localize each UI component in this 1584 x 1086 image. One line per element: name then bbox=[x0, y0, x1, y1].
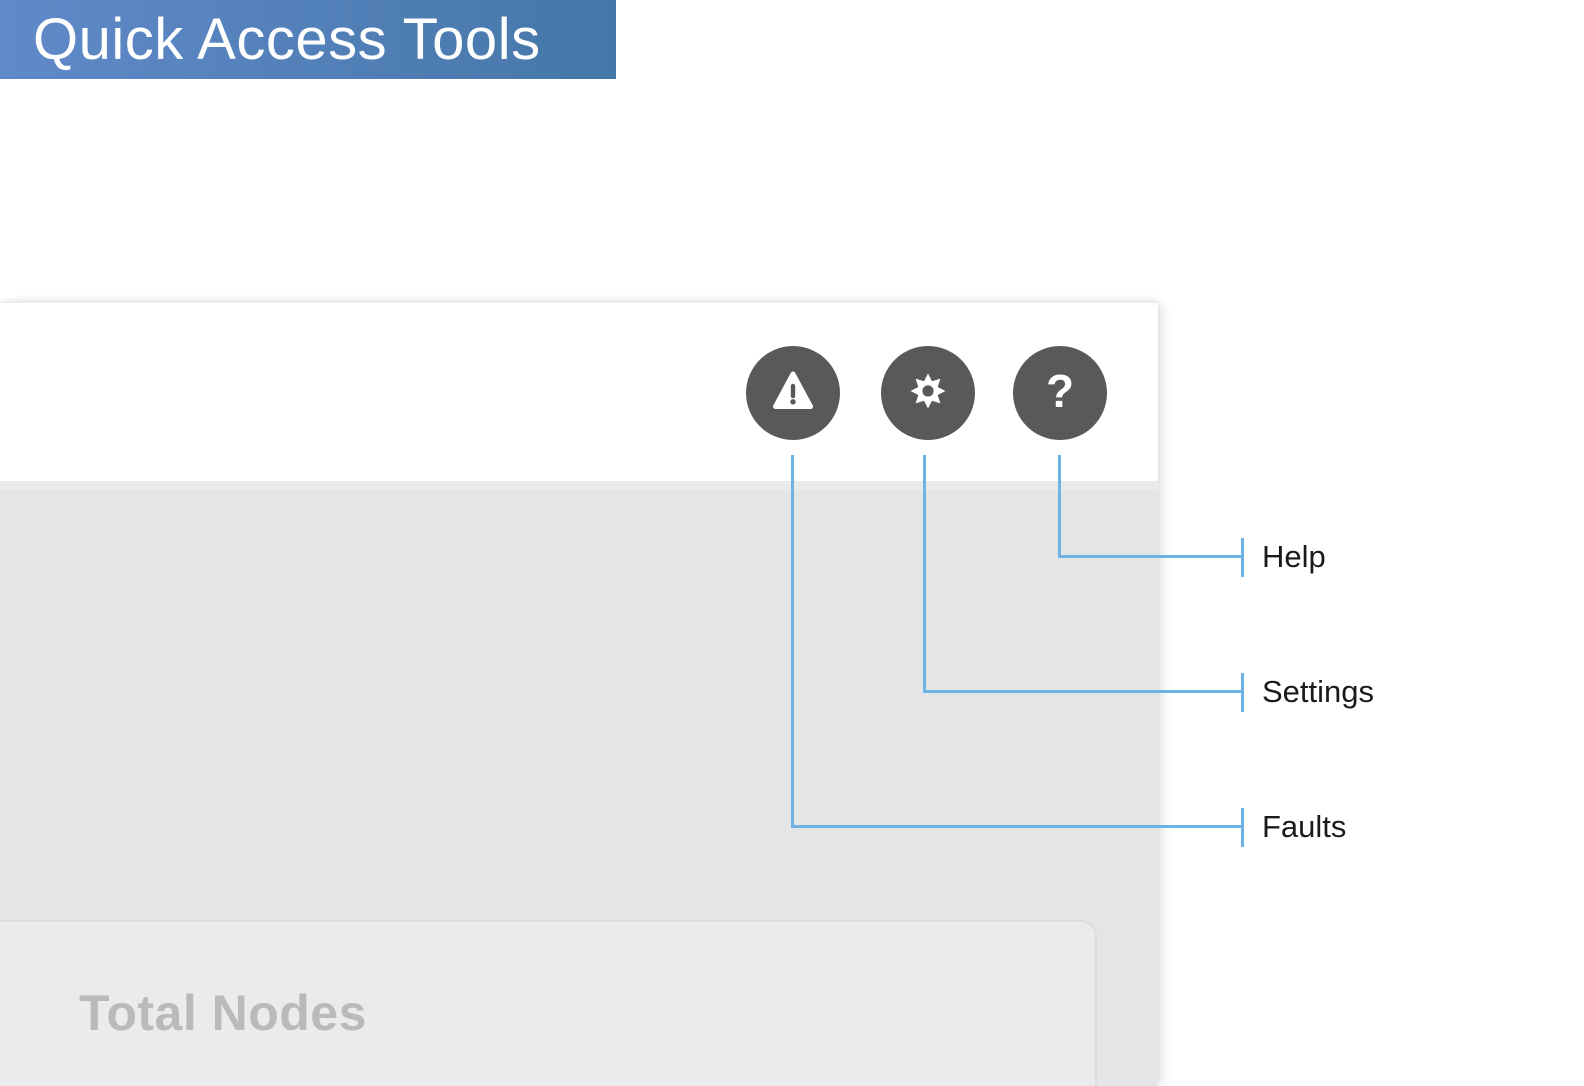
gear-icon bbox=[904, 367, 952, 420]
total-nodes-card: Total Nodes 10 2 Spines 8 Leaves bbox=[0, 920, 1097, 1086]
faults-callout-label: Faults bbox=[1262, 809, 1347, 844]
app-screenshot: ? Total Nodes 10 2 Spines 8 Leaves bbox=[0, 302, 1158, 1086]
app-content-area: Total Nodes 10 2 Spines 8 Leaves bbox=[0, 481, 1158, 1086]
settings-callout-tick bbox=[1241, 673, 1244, 712]
faults-callout-tick bbox=[1241, 808, 1244, 847]
help-callout-tick bbox=[1241, 538, 1244, 577]
settings-callout-line-horizontal bbox=[923, 690, 1244, 693]
settings-callout-line-vertical bbox=[923, 455, 926, 693]
banner: Quick Access Tools bbox=[0, 0, 616, 79]
question-mark-icon: ? bbox=[1045, 365, 1075, 417]
warning-triangle-icon bbox=[769, 367, 817, 420]
faults-callout-line-vertical bbox=[791, 455, 794, 828]
help-callout-line-horizontal bbox=[1058, 555, 1244, 558]
banner-title: Quick Access Tools bbox=[33, 7, 541, 72]
settings-button[interactable] bbox=[881, 346, 975, 440]
help-callout-label: Help bbox=[1262, 539, 1326, 574]
card-title: Total Nodes bbox=[79, 985, 367, 1041]
help-callout-line-vertical bbox=[1058, 455, 1061, 558]
help-button[interactable]: ? bbox=[1013, 346, 1107, 440]
app-header: ? bbox=[0, 303, 1158, 481]
faults-callout-line-horizontal bbox=[791, 825, 1244, 828]
settings-callout-label: Settings bbox=[1262, 674, 1375, 709]
faults-button[interactable] bbox=[746, 346, 840, 440]
